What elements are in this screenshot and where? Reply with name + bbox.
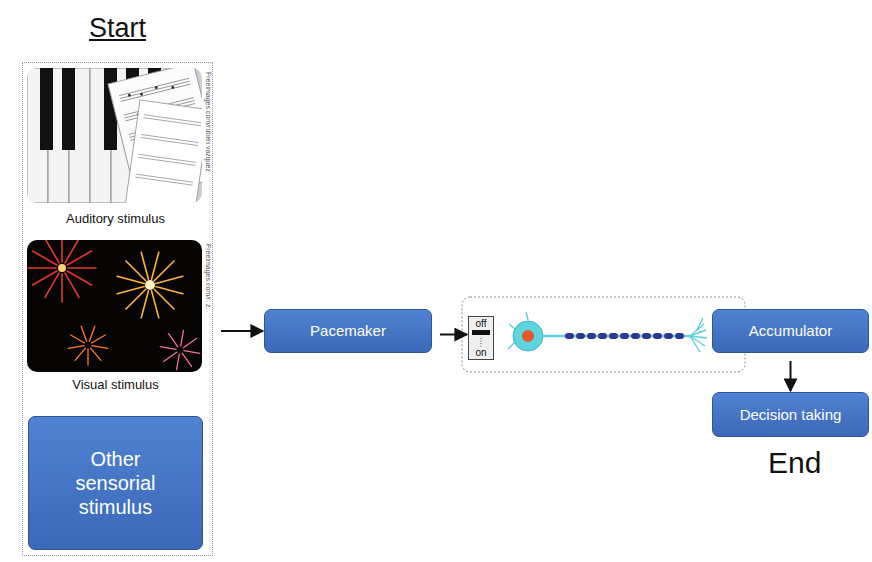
flow-arrow (221, 330, 263, 332)
sheet-music (125, 100, 202, 203)
picture-frame: Auditory stimulus (28, 69, 203, 227)
group-outline (462, 297, 745, 372)
watermark: Freeimages.com/ruben vazquez (205, 72, 212, 172)
flow-arrow (790, 361, 792, 391)
process-box: Pacemaker (264, 309, 432, 353)
fireworks-picture (27, 240, 202, 372)
process-box: Accumulator (712, 309, 869, 353)
picture-caption: Auditory stimulus (28, 211, 203, 226)
switch-lever (472, 330, 490, 335)
flow-arrow (440, 334, 467, 336)
box-label: Accumulator (743, 320, 838, 342)
switch-symbol: off on (468, 316, 494, 360)
switch-body (469, 317, 493, 359)
start-heading: Start (23, 13, 212, 44)
box-label: Pacemaker (304, 320, 392, 342)
box-label: Other sensorial stimulus (50, 445, 182, 521)
end-label: End (768, 446, 821, 480)
firework-burst (68, 326, 107, 365)
picture-frame: Visual stimulus (28, 241, 203, 393)
switch-label: on (475, 347, 486, 358)
stimulus-panel: StartAuditory stimulusVisual stimulusOth… (22, 62, 213, 556)
firework-burst (28, 240, 96, 302)
firework-burst (160, 330, 199, 369)
switch-track (481, 338, 482, 347)
firework-burst (117, 252, 183, 318)
process-box: Decision taking (712, 392, 869, 437)
process-box: Other sensorial stimulus (28, 416, 203, 550)
picture-caption: Visual stimulus (28, 377, 203, 392)
piano-picture (27, 68, 202, 203)
watermark: Freeimages.com/r. z. (205, 244, 212, 309)
neuron-picture (508, 312, 707, 352)
box-label: Decision taking (734, 404, 848, 426)
picture-ground (27, 240, 202, 372)
switch-label: off (476, 318, 487, 329)
